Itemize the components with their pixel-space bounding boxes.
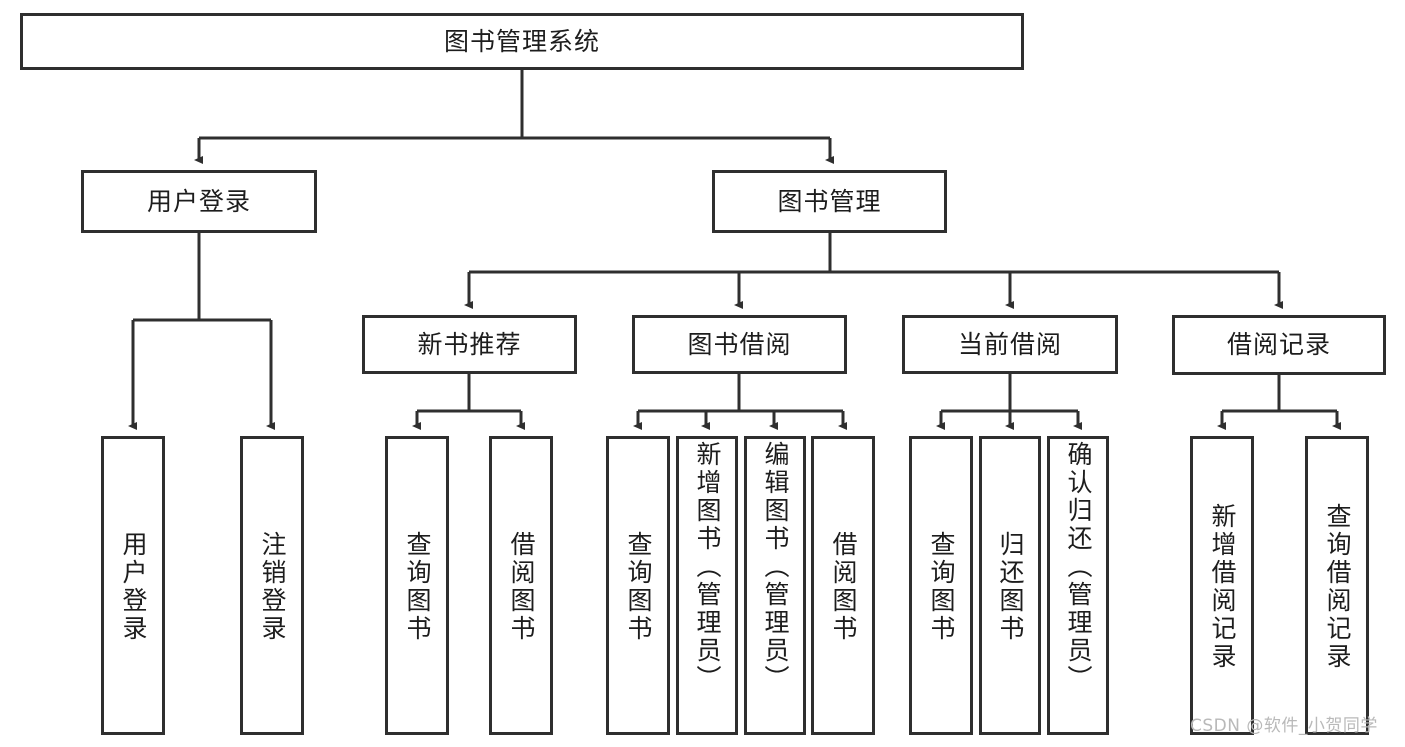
node-label: 查询图书 bbox=[624, 530, 653, 643]
node-book-borrow[interactable]: 图书借阅 bbox=[632, 315, 847, 374]
leaf-edit-book[interactable]: 编辑图书（管理员） bbox=[744, 436, 806, 735]
node-label: 查询图书 bbox=[403, 530, 432, 643]
node-label: 用户登录 bbox=[146, 186, 251, 216]
node-label: 新增图书（管理员） bbox=[693, 441, 722, 693]
node-label: 归还图书 bbox=[996, 530, 1025, 643]
node-label: 新增借阅记录 bbox=[1208, 502, 1237, 671]
node-borrow-record[interactable]: 借阅记录 bbox=[1172, 315, 1386, 375]
node-label: 借阅图书 bbox=[829, 530, 858, 643]
node-label: 查询借阅记录 bbox=[1323, 502, 1352, 671]
leaf-borrow-book-2[interactable]: 借阅图书 bbox=[811, 436, 875, 735]
node-label: 注销登录 bbox=[258, 530, 287, 643]
node-label: 借阅记录 bbox=[1226, 330, 1331, 360]
node-label: 查询图书 bbox=[927, 530, 956, 643]
leaf-query-book-3[interactable]: 查询图书 bbox=[909, 436, 973, 735]
leaf-query-book-2[interactable]: 查询图书 bbox=[606, 436, 670, 735]
node-label: 图书借阅 bbox=[687, 329, 792, 359]
node-label: 编辑图书（管理员） bbox=[761, 441, 790, 693]
leaf-user-login[interactable]: 用户登录 bbox=[101, 436, 165, 735]
node-new-book-recommend[interactable]: 新书推荐 bbox=[362, 315, 577, 374]
leaf-add-book[interactable]: 新增图书（管理员） bbox=[676, 436, 738, 735]
node-label: 用户登录 bbox=[119, 530, 148, 643]
node-user-login[interactable]: 用户登录 bbox=[81, 170, 317, 233]
node-label: 新书推荐 bbox=[417, 329, 522, 359]
leaf-query-book-1[interactable]: 查询图书 bbox=[385, 436, 449, 735]
leaf-user-logout[interactable]: 注销登录 bbox=[240, 436, 304, 735]
node-root-system[interactable]: 图书管理系统 bbox=[20, 13, 1024, 70]
node-label: 当前借阅 bbox=[957, 329, 1062, 359]
leaf-query-record[interactable]: 查询借阅记录 bbox=[1305, 436, 1369, 735]
csdn-watermark: CSDN @软件_小贺同学 bbox=[1190, 716, 1378, 736]
node-label: 借阅图书 bbox=[507, 530, 536, 643]
leaf-borrow-book-1[interactable]: 借阅图书 bbox=[489, 436, 553, 735]
node-label: 图书管理系统 bbox=[443, 26, 600, 56]
node-label: 图书管理 bbox=[777, 186, 882, 216]
leaf-add-record[interactable]: 新增借阅记录 bbox=[1190, 436, 1254, 735]
leaf-confirm-return[interactable]: 确认归还（管理员） bbox=[1047, 436, 1109, 735]
node-label: 确认归还（管理员） bbox=[1064, 441, 1093, 693]
node-book-management[interactable]: 图书管理 bbox=[712, 170, 947, 233]
leaf-return-book[interactable]: 归还图书 bbox=[979, 436, 1041, 735]
node-current-borrow[interactable]: 当前借阅 bbox=[902, 315, 1118, 374]
